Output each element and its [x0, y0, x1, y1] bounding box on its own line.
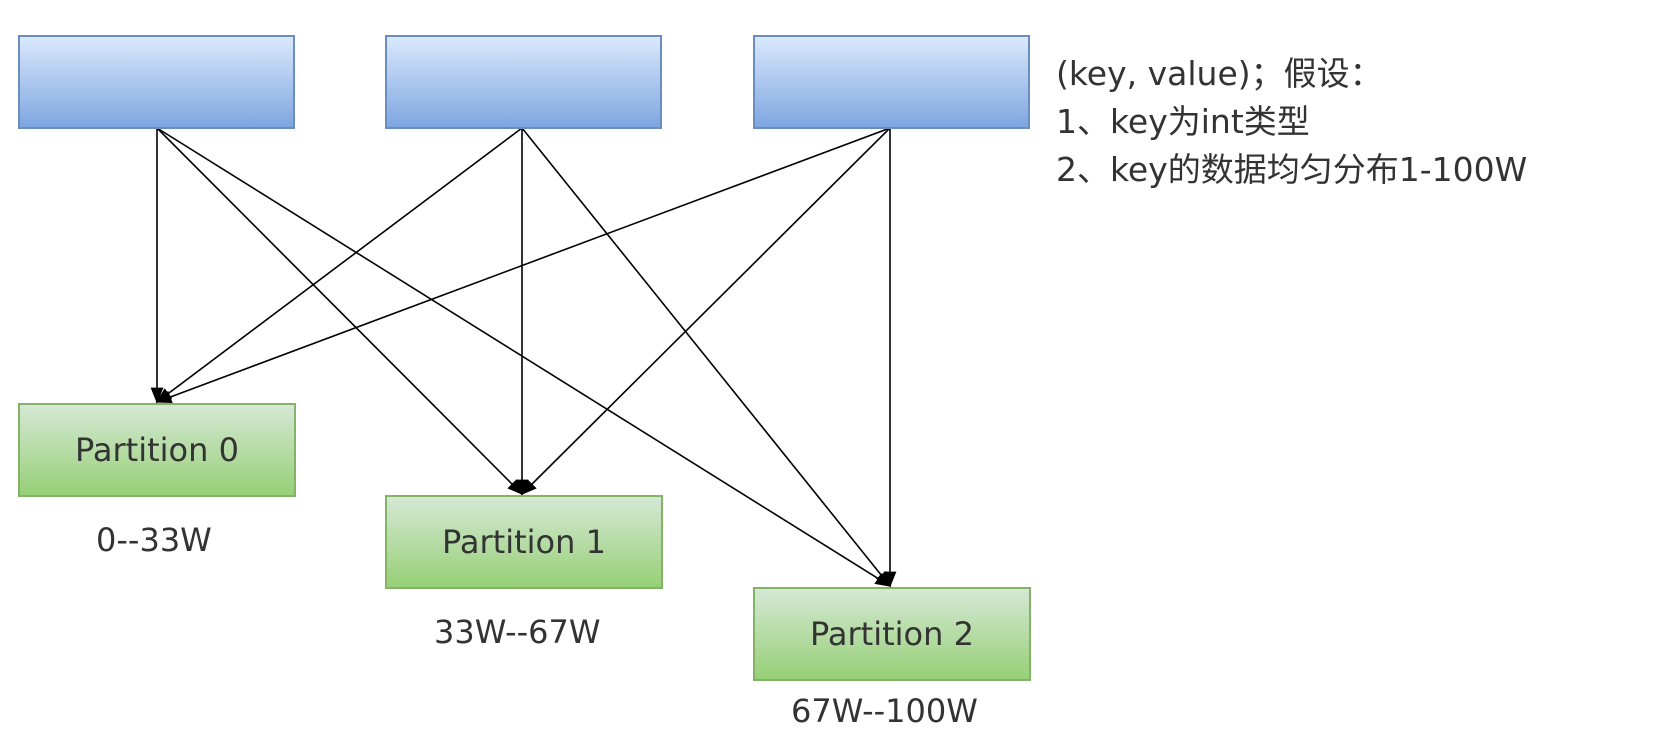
partition-1-label: Partition 1: [442, 523, 606, 561]
partition-0-label: Partition 0: [75, 431, 239, 469]
arrow-b-to-p2: [521, 127, 892, 588]
arrow-c-to-p1: [520, 127, 891, 496]
partition-0-range: 0--33W: [96, 521, 212, 559]
partition-2-range: 67W--100W: [791, 692, 978, 730]
arrow-c-to-p0: [155, 127, 891, 403]
note-line-1: (key, value)；假设：: [1056, 54, 1383, 93]
source-box-3[interactable]: [753, 35, 1030, 129]
partition-2-label: Partition 2: [810, 615, 974, 653]
partition-0-box[interactable]: Partition 0: [18, 403, 296, 497]
arrow-b-to-p0: [155, 127, 523, 403]
arrow-a-to-p1: [156, 127, 524, 496]
partition-1-box[interactable]: Partition 1: [385, 495, 663, 589]
source-box-1[interactable]: [18, 35, 295, 129]
assumption-note: (key, value)；假设： 1、key为int类型 2、key的数据均匀分…: [1056, 50, 1527, 194]
note-line-3: 2、key的数据均匀分布1-100W: [1056, 150, 1528, 189]
note-line-2: 1、key为int类型: [1056, 102, 1310, 141]
source-box-2[interactable]: [385, 35, 662, 129]
partition-1-range: 33W--67W: [434, 613, 601, 651]
partition-2-box[interactable]: Partition 2: [753, 587, 1031, 681]
arrow-a-to-p2: [156, 127, 892, 587]
